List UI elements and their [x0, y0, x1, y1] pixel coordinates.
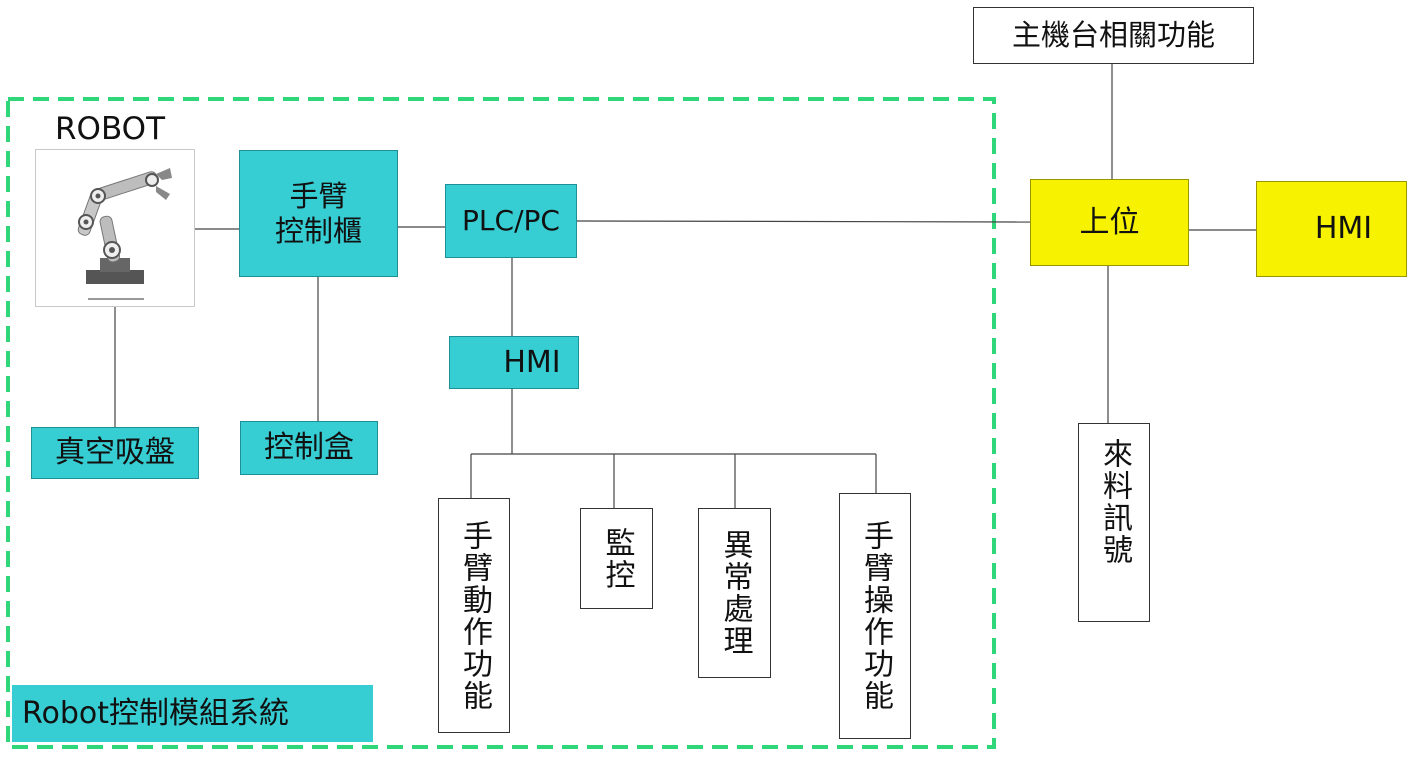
host-functions-label: 主機台相關功能: [1011, 18, 1215, 53]
hmi-outer-label: HMI: [1314, 211, 1373, 246]
vacuum-suction-node: 真空吸盤: [31, 427, 199, 479]
arm-control-cabinet: 手臂 控制櫃: [239, 150, 398, 277]
control-box-node: 控制盒: [240, 421, 378, 475]
arm-control-cabinet-label: 手臂 控制櫃: [274, 178, 362, 248]
vacuum-suction-label: 真空吸盤: [55, 435, 175, 470]
arm-operation-label: 手臂操作功能: [858, 520, 893, 712]
monitor-label: 監控: [599, 526, 635, 591]
host-functions-node: 主機台相關功能: [973, 7, 1254, 64]
exception-handling-label: 異常處理: [717, 529, 753, 657]
hmi-outer-node: HMI: [1256, 181, 1407, 277]
group-boundary: [6, 97, 996, 749]
group-label-text: Robot控制模組系統: [22, 695, 290, 731]
upper-host-label: 上位: [1079, 204, 1140, 240]
upper-host-node: 上位: [1030, 179, 1189, 266]
plc-pc-label: PLC/PC: [462, 204, 560, 238]
robot-arm-icon: [77, 168, 172, 300]
hmi-inner-node: HMI: [449, 336, 579, 389]
hmi-inner-label: HMI: [503, 344, 561, 380]
exception-handling-node: 異常處理: [698, 508, 771, 678]
arm-operation-node: 手臂操作功能: [839, 493, 911, 739]
line-plc-upper: [576, 220, 1031, 223]
group-label: Robot控制模組系統: [12, 685, 373, 742]
robot-image: [35, 149, 195, 307]
incoming-signal-node: 來料訊號: [1078, 423, 1150, 622]
control-box-label: 控制盒: [264, 430, 354, 465]
robot-label: ROBOT: [55, 111, 165, 147]
plc-pc-node: PLC/PC: [445, 184, 577, 258]
arm-motion-node: 手臂動作功能: [438, 498, 510, 733]
incoming-signal-label: 來料訊號: [1097, 438, 1132, 566]
monitor-node: 監控: [580, 508, 653, 609]
arm-motion-label: 手臂動作功能: [457, 519, 492, 712]
